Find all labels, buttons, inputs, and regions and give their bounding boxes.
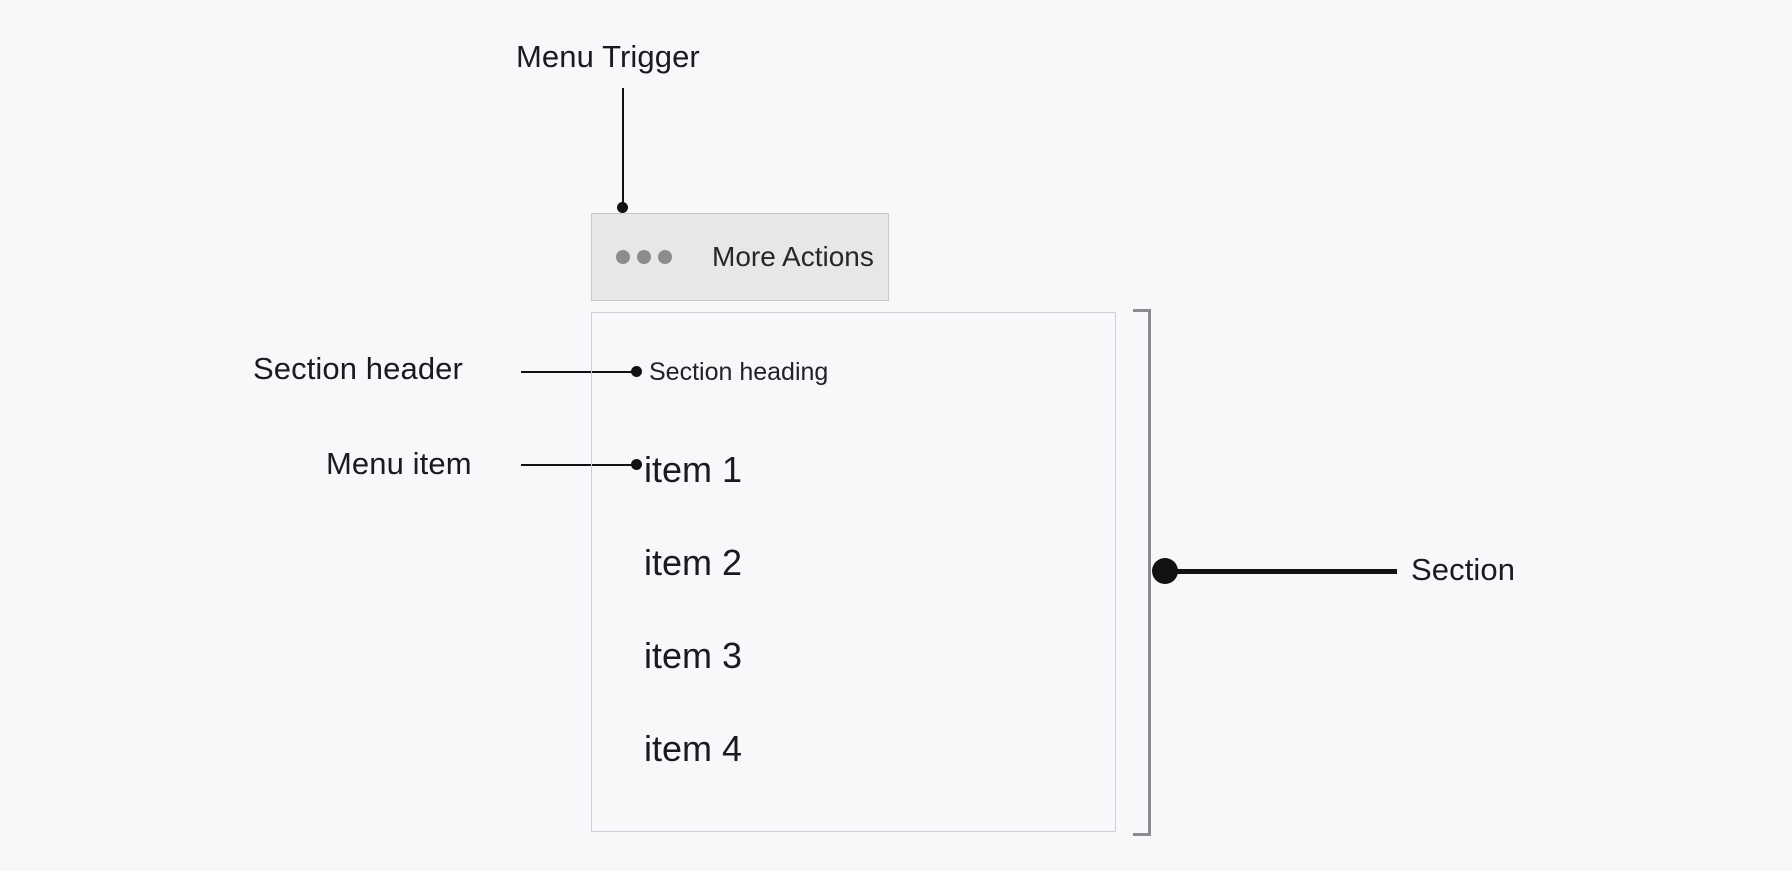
section-bracket (1133, 309, 1151, 836)
leader-dot-section-header (631, 366, 642, 377)
dot-1 (616, 250, 630, 264)
annotation-label-menu-trigger: Menu Trigger (516, 39, 700, 74)
more-actions-trigger-button[interactable]: More Actions (591, 213, 889, 301)
menu-item-2[interactable]: item 2 (644, 542, 743, 583)
annotation-label-section: Section (1411, 552, 1516, 587)
leader-line-section (1168, 569, 1397, 574)
more-actions-trigger-label: More Actions (712, 241, 874, 272)
leader-dot-menu-item (631, 459, 642, 470)
menu-item-4[interactable]: item 4 (644, 728, 743, 769)
annotation-label-menu-item: Menu item (326, 446, 472, 481)
menu-panel: Section heading item 1 item 2 item 3 ite… (591, 312, 1116, 832)
leader-line-section-header (521, 371, 637, 373)
dot-3 (658, 250, 672, 264)
annotation-label-section-header: Section header (253, 351, 463, 386)
leader-line-menu-trigger (622, 88, 624, 206)
dot-2 (637, 250, 651, 264)
menu-section-heading: Section heading (649, 358, 829, 386)
leader-dot-menu-trigger (617, 202, 628, 213)
menu-item-3[interactable]: item 3 (644, 635, 743, 676)
three-dots-icon (616, 250, 672, 264)
menu-item-1[interactable]: item 1 (644, 449, 743, 490)
leader-line-menu-item (521, 464, 637, 466)
